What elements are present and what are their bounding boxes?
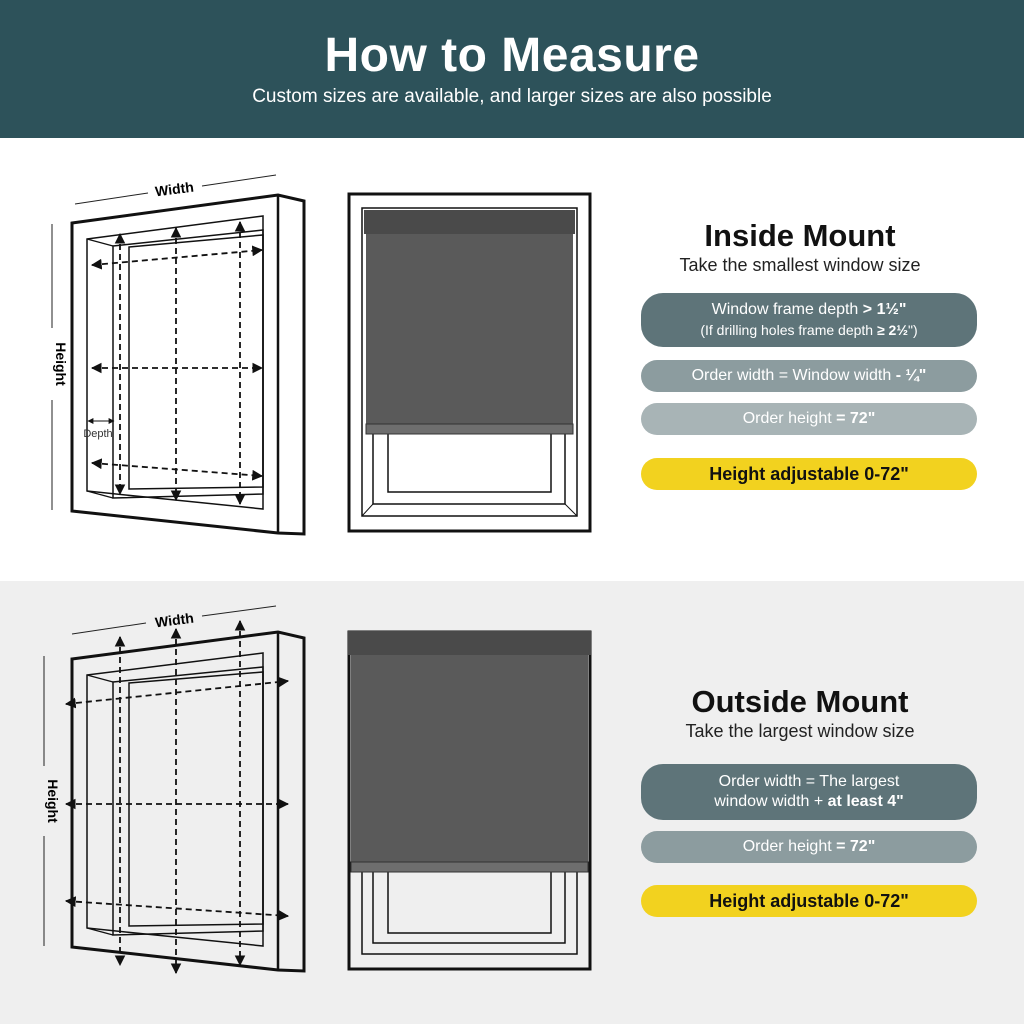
window-frame-inside bbox=[70, 193, 306, 536]
depth-pill-value2: ≥ 2½ bbox=[876, 322, 909, 338]
page-title: How to Measure bbox=[324, 29, 700, 82]
outside-mount-title: Outside Mount bbox=[691, 684, 909, 719]
outside-height-text: Order height bbox=[742, 838, 832, 855]
header-banner: How to Measure Custom sizes are availabl… bbox=[0, 0, 1024, 138]
width-label-outside: Width bbox=[154, 610, 194, 631]
width-dimension-outside: Width bbox=[71, 605, 277, 635]
height-dimension: Height bbox=[51, 224, 69, 510]
roller-shade-inside bbox=[364, 210, 575, 435]
height-label: Height bbox=[53, 342, 69, 386]
inside-mount-title: Inside Mount bbox=[704, 218, 896, 253]
inside-width-value: - ¼" bbox=[895, 367, 927, 384]
inside-height-text: Order height bbox=[742, 410, 832, 427]
inside-mount-subtitle: Take the smallest window size bbox=[679, 255, 921, 275]
outside-mount-illustration: Width Height bbox=[43, 605, 592, 975]
inside-adjustable-pill: Height adjustable 0-72" bbox=[641, 458, 977, 490]
inside-mount-section: Width Height Dep bbox=[0, 138, 1024, 581]
inside-height-value: = 72" bbox=[836, 410, 876, 427]
outside-adjustable-pill: Height adjustable 0-72" bbox=[641, 885, 977, 917]
outside-height-value: = 72" bbox=[836, 838, 876, 855]
outside-width-line1: Order width = The largest bbox=[718, 773, 900, 790]
outside-height-pill: Order height = 72" bbox=[641, 831, 977, 863]
depth-pill-line2a: (If drilling holes frame depth bbox=[700, 322, 874, 338]
roller-shade-outside bbox=[348, 631, 591, 873]
width-dimension: Width bbox=[74, 174, 277, 205]
depth-pill-line1: Window frame depth bbox=[711, 301, 859, 318]
outside-width-pill: Order width = The largest window width +… bbox=[641, 764, 977, 820]
height-label-outside: Height bbox=[45, 779, 61, 823]
inside-height-pill: Order height = 72" bbox=[641, 403, 977, 435]
inside-width-text: Order width = Window width bbox=[691, 367, 892, 384]
depth-pill-line2b: ") bbox=[908, 322, 918, 338]
width-label: Width bbox=[154, 179, 194, 200]
measure-arrows-inside bbox=[90, 220, 264, 506]
depth-label: Depth bbox=[83, 428, 112, 440]
measure-arrows-outside bbox=[64, 619, 290, 975]
outside-width-value: at least 4" bbox=[827, 793, 904, 810]
height-dimension-outside: Height bbox=[43, 656, 61, 946]
depth-dimension: Depth bbox=[83, 418, 115, 440]
inside-width-pill: Order width = Window width - ¼" bbox=[641, 360, 977, 392]
outside-mount-subtitle: Take the largest window size bbox=[685, 721, 915, 741]
outside-mount-section: Width Height bbox=[0, 581, 1024, 1024]
depth-pill-value1: > 1½" bbox=[862, 301, 907, 318]
outside-width-line2: window width + bbox=[714, 793, 824, 810]
inside-mount-illustration: Width Height Dep bbox=[51, 174, 592, 536]
page-subtitle: Custom sizes are available, and larger s… bbox=[252, 86, 772, 107]
inside-depth-pill: Window frame depth > 1½" (If drilling ho… bbox=[641, 293, 977, 347]
